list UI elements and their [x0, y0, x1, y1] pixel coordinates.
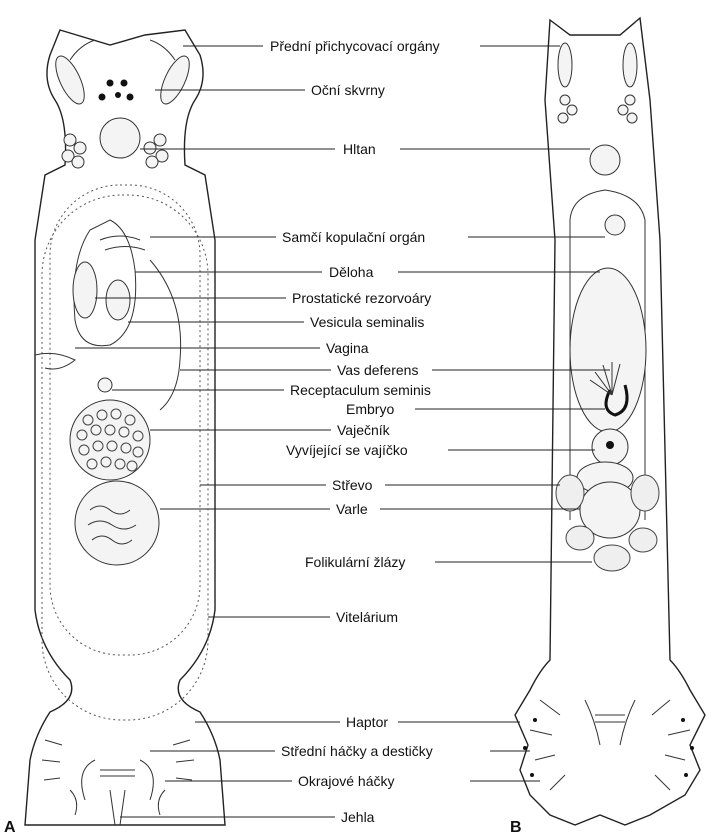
specimen-b-pharynx — [590, 145, 620, 175]
label-vagina: Vagina — [326, 340, 369, 356]
label-embryo: Embryo — [346, 401, 394, 417]
specimen-b-haptor — [523, 700, 694, 790]
label-uterus: Děloha — [329, 264, 374, 280]
specimen-a-testis — [75, 481, 159, 565]
panel-label-a: A — [4, 819, 16, 836]
specimen-a-pharynx — [100, 118, 140, 158]
label-central-hooks: Střední háčky a destičky — [281, 743, 433, 759]
panel-label-b: B — [510, 819, 522, 836]
label-anterior-adhesive-organs: Přední přichycovací orgány — [270, 38, 440, 54]
specimen-b-drawing: B — [510, 18, 705, 836]
label-follicular-glands: Folikulární žlázy — [305, 554, 405, 570]
label-testis: Varle — [336, 501, 368, 517]
specimen-a-seminal-vesicle — [106, 280, 130, 320]
specimen-a-drawing: A — [4, 30, 225, 836]
specimen-a-vagina — [35, 353, 75, 369]
label-ovary: Vaječník — [337, 422, 391, 438]
specimen-b-anterior-adhesive-organs — [558, 43, 637, 123]
specimen-b-copulatory-organ — [605, 215, 625, 235]
label-prostatic-reservoirs: Prostatické rezorvoáry — [292, 290, 431, 306]
label-haptor: Haptor — [346, 714, 388, 730]
label-vas-deferens: Vas deferens — [337, 362, 418, 378]
label-eyespots: Oční skvrny — [311, 82, 385, 98]
label-intestine: Střevo — [332, 477, 373, 493]
label-marginal-hooks: Okrajové háčky — [298, 773, 394, 789]
label-developing-egg: Vyvíjející se vajíčko — [286, 442, 408, 458]
specimen-a-prostatic-reservoirs — [73, 262, 97, 318]
label-receptaculum-seminis: Receptaculum seminis — [290, 382, 431, 398]
specimen-a-copulatory-organ — [100, 236, 145, 250]
label-vitellarium: Vitelárium — [336, 609, 398, 625]
specimen-a-eyespots — [99, 80, 134, 101]
labels: Přední přichycovací orgány Oční skvrny H… — [270, 38, 440, 825]
label-needle: Jehla — [341, 809, 375, 825]
specimen-a-haptor — [42, 740, 194, 825]
label-male-copulatory-organ: Samčí kopulační orgán — [282, 229, 425, 245]
label-pharynx: Hltan — [343, 141, 376, 157]
label-vesicula-seminalis: Vesicula seminalis — [310, 314, 424, 330]
specimen-a-vas-deferens — [150, 260, 181, 410]
specimen-a-receptaculum — [98, 378, 112, 392]
